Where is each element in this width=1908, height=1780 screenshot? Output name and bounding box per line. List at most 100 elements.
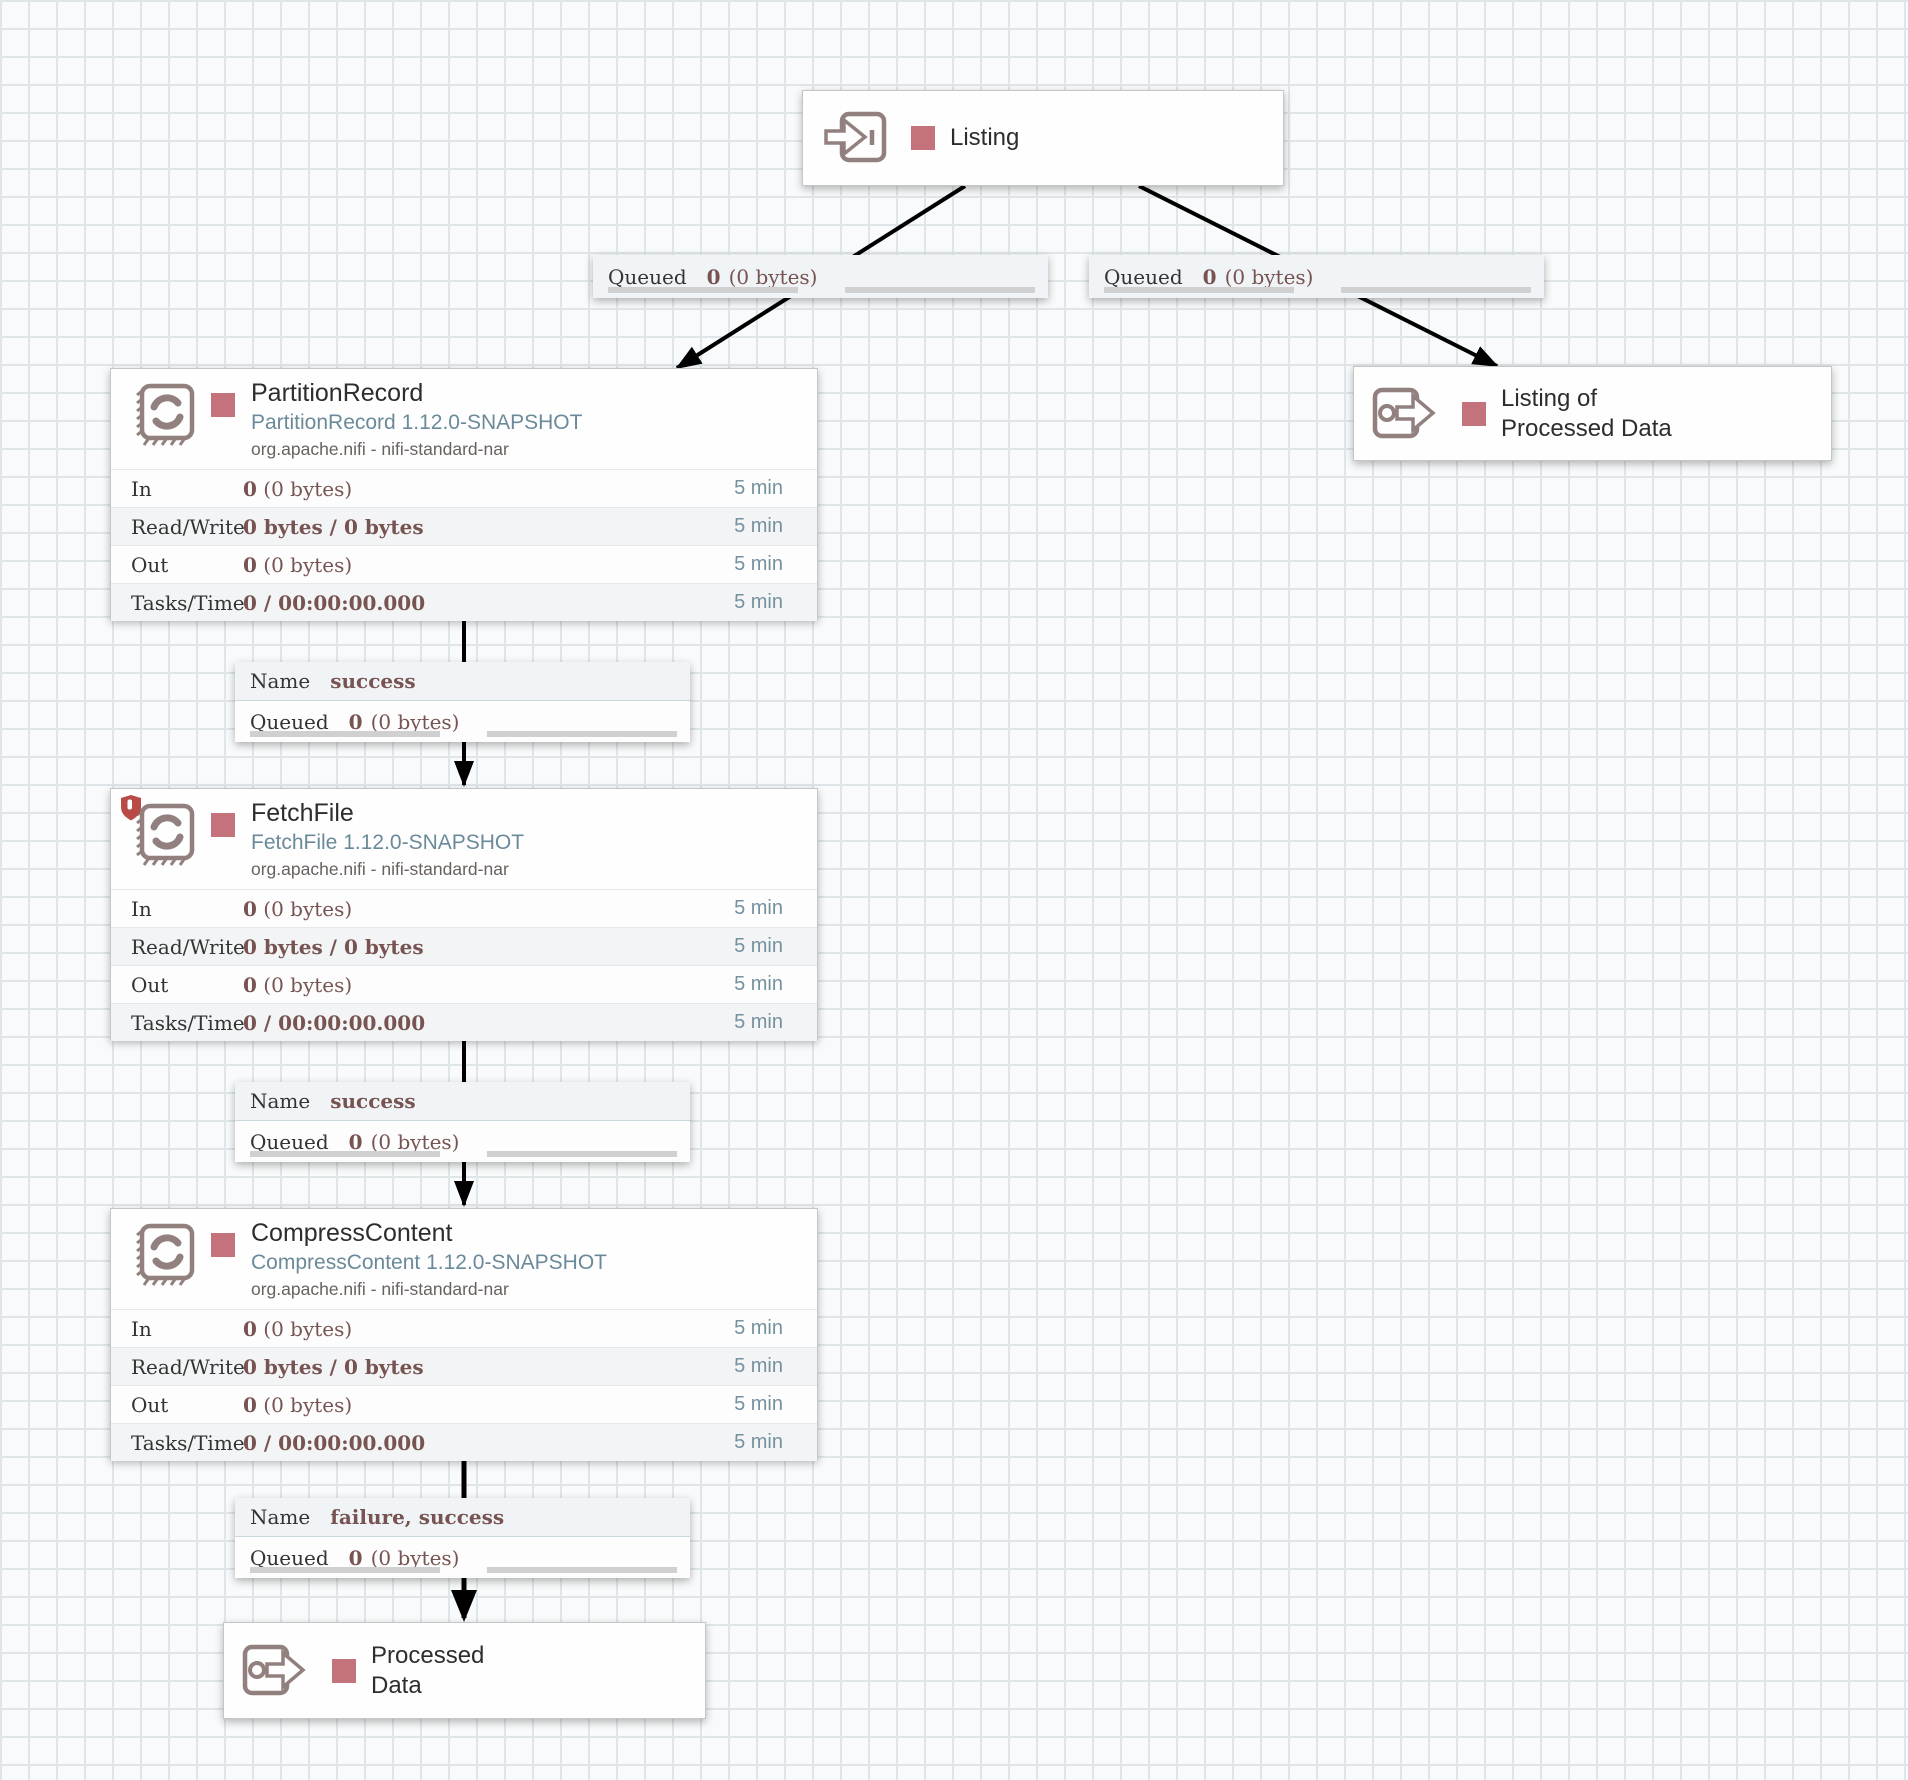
processor-bundle: org.apache.nifi - nifi-standard-nar [251,1279,509,1299]
stat-value: 0 / 00:00:00.000 [243,1010,426,1035]
processor-partitionrecord[interactable]: PartitionRecord PartitionRecord 1.12.0-S… [110,368,818,621]
processor-icon [131,1223,195,1289]
name-value: success [330,669,416,693]
queued-label: Queued [608,264,687,289]
stat-value: 0 (0 bytes) [243,476,353,501]
port-title: Listing of Processed Data [1501,384,1672,442]
queued-count: 0 [706,264,721,289]
queue-progress-bar [487,1567,677,1573]
queued-row: Queued 0 (0 bytes) [235,701,690,742]
stat-label: Out [131,552,169,577]
stat-time: 5 min [734,515,783,537]
stat-value: 0 (0 bytes) [243,972,353,997]
queued-count: 0 [1202,264,1217,289]
processor-title: CompressContent [251,1219,453,1247]
stat-row-readwrite: Read/Write 0 bytes / 0 bytes 5 min [111,927,817,965]
stat-time: 5 min [734,553,783,575]
output-port-listing-of-processed-data[interactable]: Listing of Processed Data [1353,366,1832,461]
processor-icon [131,383,195,449]
queued-size: (0 bytes) [370,1545,460,1570]
queue-progress-bar [250,1151,440,1157]
stat-row-readwrite: Read/Write 0 bytes / 0 bytes 5 min [111,507,817,545]
connection-label-failure-success[interactable]: Name failure, success Queued 0 (0 bytes) [235,1498,690,1578]
stat-time: 5 min [734,1355,783,1377]
queued-size: (0 bytes) [1224,264,1314,289]
processor-compresscontent[interactable]: CompressContent CompressContent 1.12.0-S… [110,1208,818,1461]
processor-title: FetchFile [251,799,354,827]
queue-progress-bar [1341,287,1531,293]
stopped-status-square [211,813,235,837]
processor-title: PartitionRecord [251,379,424,407]
connection-label-queued-right[interactable]: Queued 0 (0 bytes) [1089,255,1544,298]
stopped-status-square [211,1233,235,1257]
name-label: Name [250,1089,311,1113]
stat-label: Tasks/Time [131,1010,245,1035]
queue-progress-bar [608,287,798,293]
stat-value: 0 (0 bytes) [243,552,353,577]
input-port-listing[interactable]: Listing [802,90,1284,186]
stat-row-tasks: Tasks/Time 0 / 00:00:00.000 5 min [111,1003,817,1041]
processor-type-version: PartitionRecord 1.12.0-SNAPSHOT [251,411,583,434]
stat-time: 5 min [734,591,783,613]
name-label: Name [250,669,311,693]
connection-label-queued-left[interactable]: Queued 0 (0 bytes) [593,255,1048,298]
queued-label: Queued [250,709,329,734]
processor-bundle: org.apache.nifi - nifi-standard-nar [251,859,509,879]
queued-label: Queued [1104,264,1183,289]
port-title: Processed Data [371,1641,485,1699]
stat-label: In [131,476,152,501]
stat-row-readwrite: Read/Write 0 bytes / 0 bytes 5 min [111,1347,817,1385]
stopped-status-square [1462,401,1486,426]
name-row: Name success [235,662,690,701]
queued-count: 0 [348,1129,363,1154]
stat-time: 5 min [734,973,783,995]
queue-progress-bar [487,731,677,737]
stat-row-tasks: Tasks/Time 0 / 00:00:00.000 5 min [111,583,817,621]
stat-value: 0 bytes / 0 bytes [243,934,424,959]
stat-time: 5 min [734,1011,783,1033]
queued-size: (0 bytes) [728,264,818,289]
stopped-status-square [911,126,935,150]
queue-progress-bar [1104,287,1294,293]
connection-label-success-2[interactable]: Name success Queued 0 (0 bytes) [235,1082,690,1162]
name-label: Name [250,1505,311,1529]
stat-value: 0 (0 bytes) [243,896,353,921]
stat-label: In [131,896,152,921]
processor-header: PartitionRecord PartitionRecord 1.12.0-S… [111,369,817,469]
stat-time: 5 min [734,1393,783,1415]
name-value: failure, success [330,1505,505,1529]
name-row: Name success [235,1082,690,1121]
output-port-icon [242,1642,308,1700]
stat-row-in: In 0 (0 bytes) 5 min [111,889,817,927]
input-port-icon [821,109,887,167]
stat-row-in: In 0 (0 bytes) 5 min [111,1309,817,1347]
stopped-status-square [211,393,235,417]
name-row: Name failure, success [235,1498,690,1537]
queued-row: Queued 0 (0 bytes) [1089,255,1544,298]
processor-fetchfile[interactable]: FetchFile FetchFile 1.12.0-SNAPSHOT org.… [110,788,818,1041]
stat-time: 5 min [734,935,783,957]
stat-label: Read/Write [131,514,245,539]
queue-progress-bar [487,1151,677,1157]
stat-label: Tasks/Time [131,590,245,615]
stat-label: Out [131,1392,169,1417]
connection-label-success-1[interactable]: Name success Queued 0 (0 bytes) [235,662,690,742]
queued-row: Queued 0 (0 bytes) [235,1121,690,1162]
stat-value: 0 / 00:00:00.000 [243,590,426,615]
processor-icon [131,803,195,869]
stat-row-in: In 0 (0 bytes) 5 min [111,469,817,507]
stat-label: Tasks/Time [131,1430,245,1455]
stopped-status-square [332,1658,356,1683]
stat-value: 0 / 00:00:00.000 [243,1430,426,1455]
queued-count: 0 [348,709,363,734]
processor-header: FetchFile FetchFile 1.12.0-SNAPSHOT org.… [111,789,817,889]
stat-time: 5 min [734,1317,783,1339]
stat-row-tasks: Tasks/Time 0 / 00:00:00.000 5 min [111,1423,817,1461]
processor-type-version: CompressContent 1.12.0-SNAPSHOT [251,1251,607,1274]
output-port-processed-data[interactable]: Processed Data [223,1622,706,1719]
name-value: success [330,1089,416,1113]
processor-bundle: org.apache.nifi - nifi-standard-nar [251,439,509,459]
stat-time: 5 min [734,897,783,919]
queue-progress-bar [845,287,1035,293]
